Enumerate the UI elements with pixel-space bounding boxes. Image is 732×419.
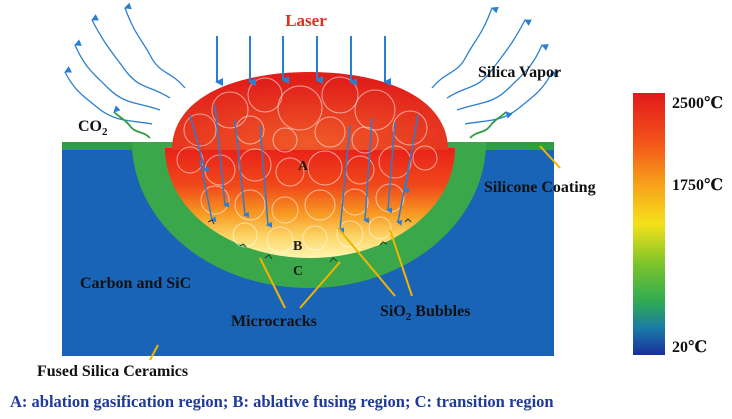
coating-left	[62, 142, 140, 150]
colorbar-max-label: 2500℃	[672, 95, 723, 112]
silica-vapor-label: Silica Vapor	[478, 64, 561, 81]
silica-vapor-waves	[64, 2, 559, 125]
colorbar-mid-label: 1750℃	[672, 177, 723, 194]
sio2-rest: Bubbles	[411, 303, 470, 320]
fused-silica-label: Fused Silica Ceramics	[37, 363, 188, 380]
co2-label: CO2	[78, 118, 108, 138]
microcrack-marks	[207, 218, 412, 263]
colorbar-min-label: 20℃	[672, 339, 707, 356]
temperature-colorbar	[633, 93, 665, 355]
caption: A: ablation gasification region; B: abla…	[10, 392, 554, 411]
co2-subscript: 2	[102, 126, 108, 138]
sio2-main: SiO	[380, 303, 406, 320]
co2-main: CO	[78, 118, 102, 135]
carbon-sic-label: Carbon and SiC	[80, 275, 191, 292]
region-b-label: B	[293, 239, 302, 254]
sio2-subscript: 2	[406, 311, 412, 323]
fused-region-b	[165, 148, 455, 258]
silicone-coating-label: Silicone Coating	[484, 179, 596, 196]
laser-beam-arrows	[215, 36, 391, 86]
microcracks-label: Microcracks	[231, 313, 317, 330]
sio2-bubbles-label: SiO2 Bubbles	[380, 303, 470, 323]
region-a-label: A	[298, 159, 309, 174]
coating-right	[478, 142, 554, 150]
leader-lines	[149, 145, 561, 361]
region-c-label: C	[293, 264, 303, 279]
laser-label: Laser	[285, 11, 327, 30]
co2-squiggles	[113, 105, 513, 139]
sio2-bubbles	[176, 76, 438, 254]
melt-flow-arrows	[189, 104, 419, 234]
ablation-dome-a	[172, 72, 448, 150]
